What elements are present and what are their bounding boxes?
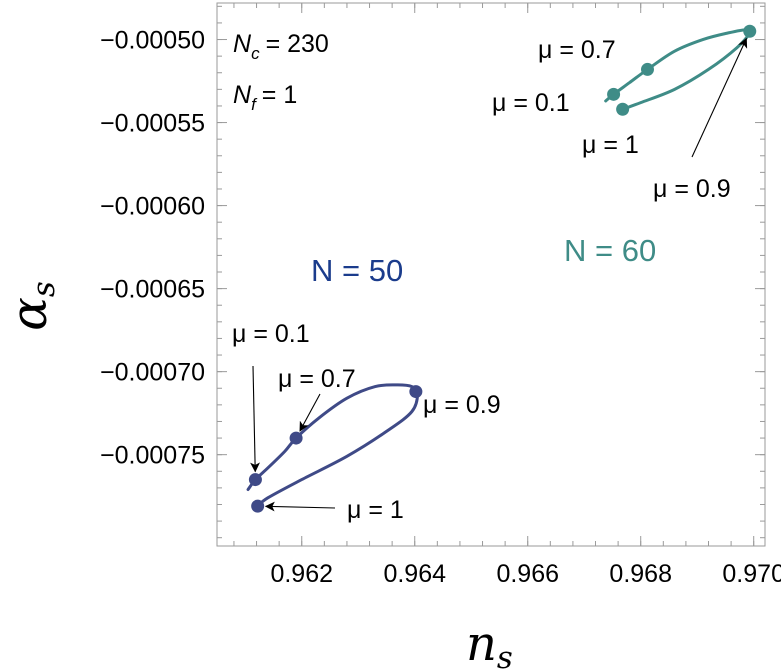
param-nc-sub: c <box>251 44 260 63</box>
data-point-n50 <box>251 499 265 513</box>
series-layer <box>246 24 757 513</box>
x-tick-label: 0.966 <box>496 560 559 588</box>
param-nf-value: = 1 <box>262 81 297 109</box>
label-n50-mu-0-1: μ = 0.1 <box>232 320 310 348</box>
data-point-n50 <box>248 473 262 487</box>
label-n60-mu-1: μ = 1 <box>582 131 639 159</box>
y-axis-title: αs <box>0 281 62 331</box>
x-tick-labels: 0.962 0.964 0.966 0.968 0.970 <box>270 560 781 588</box>
label-n50-mu-0-9: μ = 0.9 <box>423 391 501 419</box>
y-axis-title-main: α <box>0 297 58 331</box>
y-tick-label: −0.00065 <box>100 276 205 304</box>
x-tick-label: 0.964 <box>383 560 446 588</box>
label-n60-mu-0-7: μ = 0.7 <box>538 36 616 64</box>
label-n50-mu-0-7: μ = 0.7 <box>278 365 356 393</box>
plot-frame <box>216 2 766 547</box>
x-axis-title: ns <box>466 616 513 670</box>
param-nc-value: = 230 <box>266 30 329 58</box>
series-label-n50: N = 50 <box>311 253 403 288</box>
param-nf-sub: f <box>251 95 258 114</box>
axis-ticks <box>217 3 765 546</box>
arrow-n50-mu-0-1 <box>250 365 261 473</box>
plot-border <box>216 2 766 547</box>
data-point-n60 <box>607 87 621 101</box>
series-line-n60 <box>604 28 753 111</box>
label-n50-mu-1: μ = 1 <box>347 496 404 524</box>
x-tick-label: 0.970 <box>722 560 781 588</box>
data-point-n60 <box>640 62 654 76</box>
param-nc: Nc = 230 <box>233 30 329 63</box>
x-tick-label: 0.962 <box>270 560 333 588</box>
y-tick-label: −0.00050 <box>100 27 205 55</box>
y-tick-labels: −0.00050 −0.00055 −0.00060 −0.00065 −0.00070… <box>100 27 205 470</box>
data-point-n60 <box>616 102 630 116</box>
data-point-n50 <box>289 431 303 445</box>
data-point-n60 <box>743 24 757 38</box>
y-tick-label: −0.00060 <box>100 193 205 221</box>
data-point-n50 <box>409 385 423 399</box>
label-n60-mu-0-1: μ = 0.1 <box>492 89 570 117</box>
y-tick-label: −0.00055 <box>100 110 205 138</box>
label-n60-mu-0-9: μ = 0.9 <box>653 175 731 203</box>
param-nc-symbol: N <box>233 30 252 58</box>
arrow-n50-mu-0-7 <box>299 393 321 432</box>
param-nf: Nf= 1 <box>233 81 297 114</box>
series-line-n50 <box>246 383 420 508</box>
arrow-n60-mu-0-9 <box>691 37 748 158</box>
series-label-n60: N = 60 <box>564 233 656 268</box>
annotations <box>250 37 748 512</box>
x-axis-title-main: n <box>466 616 497 670</box>
y-axis-title-sub: s <box>26 281 62 297</box>
x-tick-label: 0.968 <box>609 560 672 588</box>
param-nf-symbol: N <box>233 81 252 109</box>
y-tick-label: −0.00075 <box>100 442 205 470</box>
y-tick-label: −0.00070 <box>100 359 205 387</box>
arrow-n50-mu-1 <box>264 501 336 512</box>
x-axis-title-sub: s <box>497 640 513 670</box>
